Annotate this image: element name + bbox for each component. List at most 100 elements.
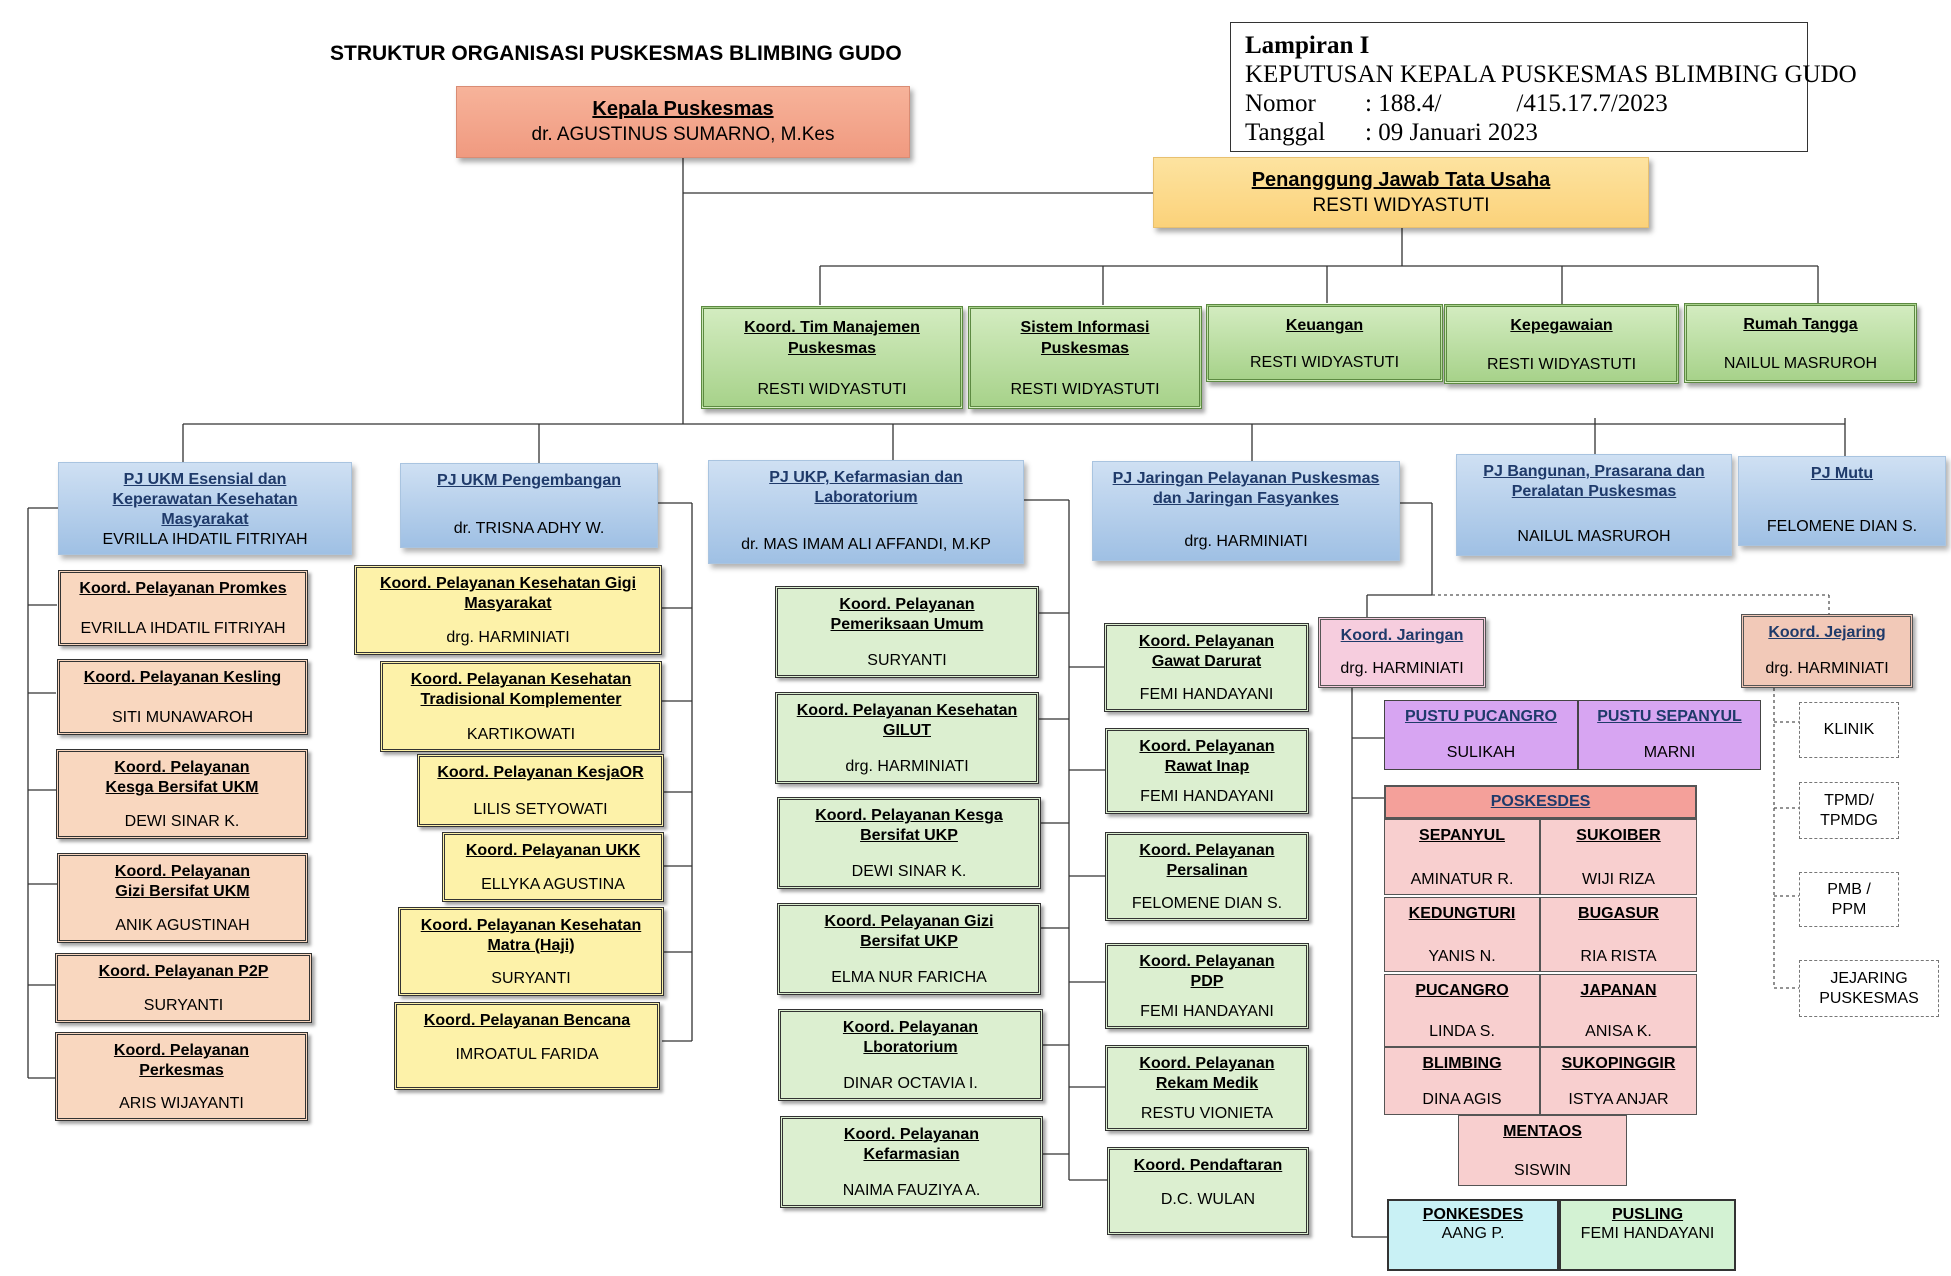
poskesdes-name: SISWIN: [1514, 1162, 1571, 1179]
pj-ukm-pengembangan: PJ UKM Pengembangan dr. TRISNA ADHY W.: [400, 463, 658, 548]
lampiran-label: Lampiran I: [1245, 32, 1370, 59]
nomor-value: : 188.4/ /415.17.7/2023: [1365, 90, 1668, 117]
poskesdes-name: ANISA K.: [1585, 1023, 1652, 1040]
koord-gigi-masyarakat: Koord. Pelayanan Kesehatan Gigi Masyarak…: [354, 565, 662, 655]
pj-mutu: PJ Mutu FELOMENE DIAN S.: [1738, 456, 1946, 546]
pj-ukm-esensial: PJ UKM Esensial dan Keperawatan Kesehata…: [58, 462, 352, 555]
tu-unit-manajemen: Koord. Tim Manajemen Puskesmas RESTI WID…: [701, 306, 963, 409]
koord-kefarmasian: Koord. Pelayanan Kefarmasian NAIMA FAUZI…: [780, 1116, 1043, 1208]
pj-name: drg. HARMINIATI: [1184, 533, 1308, 550]
koord-kesjaor: Koord. Pelayanan KesjaOR LILIS SETYOWATI: [417, 754, 664, 827]
jejaring-label: PMB / PPM: [1827, 880, 1871, 918]
ponkesdes-title: PONKESDES: [1422, 1206, 1524, 1223]
koord-pemeriksaan-umum: Koord. Pelayanan Pemeriksaan Umum SURYAN…: [775, 586, 1039, 678]
jejaring-tpmd: TPMD/ TPMDG: [1799, 782, 1899, 839]
koord-name: ELMA NUR FARICHA: [831, 969, 987, 986]
pustu-sepanyul: PUSTU SEPANYUL MARNI: [1578, 700, 1761, 770]
poskesdes-village: SUKOIBER: [1576, 827, 1661, 844]
koord-gawat-darurat: Koord. Pelayanan Gawat Darurat FEMI HAND…: [1104, 623, 1309, 712]
lampiran-tanggal: Tanggal: 09 Januari 2023: [1245, 118, 1793, 147]
poskesdes-village: SEPANYUL: [1419, 827, 1505, 844]
pj-name: EVRILLA IHDATIL FITRIYAH: [102, 531, 308, 548]
koord-name: SITI MUNAWAROH: [111, 709, 254, 726]
lampiran-nomor: Nomor : 188.4/ /415.17.7/2023: [1245, 89, 1793, 118]
koord-name: D.C. WULAN: [1160, 1191, 1256, 1208]
tata-usaha-title: Penanggung Jawab Tata Usaha: [1251, 168, 1551, 191]
tata-usaha-box: Penanggung Jawab Tata Usaha RESTI WIDYAS…: [1153, 157, 1649, 228]
koord-title: Koord. Pelayanan Bencana: [423, 1012, 631, 1029]
koord-perkesmas: Koord. Pelayanan Perkesmas ARIS WIJAYANT…: [55, 1032, 308, 1121]
unit-title: Koord. Tim Manajemen Puskesmas: [744, 319, 920, 357]
koord-title: Koord. Pelayanan Kesehatan Matra (Haji): [420, 917, 642, 954]
pj-title: PJ UKM Pengembangan: [436, 472, 622, 489]
koord-title: Koord. Pendaftaran: [1133, 1157, 1283, 1174]
koord-kesling: Koord. Pelayanan Kesling SITI MUNAWAROH: [57, 659, 308, 735]
koord-name: RESTU VIONIETA: [1140, 1105, 1274, 1122]
pj-title: PJ Bangunan, Prasarana dan Peralatan Pus…: [1483, 463, 1705, 500]
koord-title: Koord. Pelayanan Kesga Bersifat UKP: [815, 807, 1003, 844]
nomor-key: Nomor: [1245, 90, 1316, 117]
koord-p2p: Koord. Pelayanan P2P SURYANTI: [55, 953, 312, 1023]
koord-title: Koord. Pelayanan Promkes: [79, 580, 287, 597]
koord-name: DEWI SINAR K.: [124, 813, 240, 830]
pustu-title: PUSTU PUCANGRO: [1404, 708, 1557, 725]
koord-jaringan: Koord. Jaringan drg. HARMINIATI: [1318, 617, 1486, 688]
koord-persalinan: Koord. Pelayanan Persalinan FELOMENE DIA…: [1105, 832, 1309, 921]
koord-name: drg. HARMINIATI: [1765, 660, 1889, 677]
koord-name: LILIS SETYOWATI: [473, 801, 608, 818]
koord-title: Koord. Pelayanan Kefarmasian: [843, 1126, 980, 1163]
koord-pendaftaran: Koord. Pendaftaran D.C. WULAN: [1107, 1147, 1309, 1235]
pustu-name: MARNI: [1643, 744, 1696, 761]
koord-title: Koord. Pelayanan Perkesmas: [113, 1042, 250, 1079]
unit-name: RESTI WIDYASTUTI: [1486, 356, 1637, 373]
poskesdes-sukopinggir: SUKOPINGGIR ISTYA ANJAR: [1540, 1047, 1697, 1115]
kepala-name: dr. AGUSTINUS SUMARNO, M.Kes: [531, 124, 835, 145]
unit-name: RESTI WIDYASTUTI: [757, 381, 907, 398]
koord-title: Koord. Pelayanan Rekam Medik: [1139, 1055, 1275, 1092]
koord-ukk: Koord. Pelayanan UKK ELLYKA AGUSTINA: [442, 832, 664, 902]
tanggal-key: Tanggal: [1245, 119, 1326, 146]
koord-kesga-ukp: Koord. Pelayanan Kesga Bersifat UKP DEWI…: [777, 797, 1041, 889]
koord-title: Koord. Pelayanan Kesehatan Gigi Masyarak…: [379, 575, 637, 612]
page-title: STRUKTUR ORGANISASI PUSKESMAS BLIMBING G…: [330, 42, 902, 65]
pj-jaringan: PJ Jaringan Pelayanan Puskesmas dan Jari…: [1092, 461, 1400, 561]
unit-name: NAILUL MASRUROH: [1723, 355, 1878, 372]
poskesdes-name: LINDA S.: [1429, 1023, 1495, 1040]
koord-promkes: Koord. Pelayanan Promkes EVRILLA IHDATIL…: [58, 570, 308, 646]
koord-title: Koord. Pelayanan P2P: [98, 963, 269, 980]
koord-name: drg. HARMINIATI: [1340, 660, 1464, 677]
pj-title: PJ UKM Esensial dan Keperawatan Kesehata…: [112, 471, 298, 528]
koord-rawat-inap: Koord. Pelayanan Rawat Inap FEMI HANDAYA…: [1105, 728, 1309, 814]
jejaring-label: TPMD/ TPMDG: [1820, 791, 1878, 829]
koord-title: Koord. Pelayanan Gawat Darurat: [1138, 633, 1275, 670]
poskesdes-sukoiber: SUKOIBER WIJI RIZA: [1540, 819, 1697, 895]
koord-title: Koord. Pelayanan PDP: [1139, 953, 1275, 990]
koord-name: ELLYKA AGUSTINA: [481, 876, 625, 893]
koord-name: DINAR OCTAVIA I.: [843, 1075, 978, 1092]
koord-kesga-ukm: Koord. Pelayanan Kesga Bersifat UKM DEWI…: [56, 749, 308, 839]
koord-name: drg. HARMINIATI: [446, 629, 570, 646]
koord-name: SURYANTI: [867, 652, 947, 669]
koord-name: FELOMENE DIAN S.: [1131, 895, 1283, 912]
koord-title: Koord. Pelayanan Rawat Inap: [1139, 738, 1275, 775]
koord-bencana: Koord. Pelayanan Bencana IMROATUL FARIDA: [394, 1002, 660, 1090]
jejaring-label: JEJARING PUSKESMAS: [1819, 969, 1919, 1007]
poskesdes-village: PUCANGRO: [1415, 982, 1509, 999]
poskesdes-village: BUGASUR: [1578, 905, 1659, 922]
unit-title: Kepegawaian: [1510, 317, 1613, 334]
unit-title: Keuangan: [1285, 317, 1364, 334]
jejaring-puskesmas: JEJARING PUSKESMAS: [1799, 960, 1939, 1017]
poskesdes-sepanyul: SEPANYUL AMINATUR R.: [1384, 819, 1540, 895]
pj-title: PJ UKP, Kefarmasian dan Laboratorium: [769, 469, 963, 506]
poskesdes-title: POSKESDES: [1490, 793, 1591, 810]
koord-title: Koord. Pelayanan Gizi Bersifat UKM: [114, 863, 251, 900]
poskesdes-name: AMINATUR R.: [1410, 871, 1514, 888]
koord-gizi-ukm: Koord. Pelayanan Gizi Bersifat UKM ANIK …: [57, 853, 308, 943]
koord-name: EVRILLA IHDATIL FITRIYAH: [80, 620, 286, 637]
pusling-box: PUSLING FEMI HANDAYANI: [1559, 1199, 1736, 1271]
poskesdes-village: BLIMBING: [1422, 1055, 1502, 1072]
koord-title: Koord. Pelayanan Gizi Bersifat UKP: [824, 913, 994, 950]
pustu-pucangro: PUSTU PUCANGRO SULIKAH: [1384, 700, 1578, 770]
koord-tradisional: Koord. Pelayanan Kesehatan Tradisional K…: [380, 661, 662, 752]
